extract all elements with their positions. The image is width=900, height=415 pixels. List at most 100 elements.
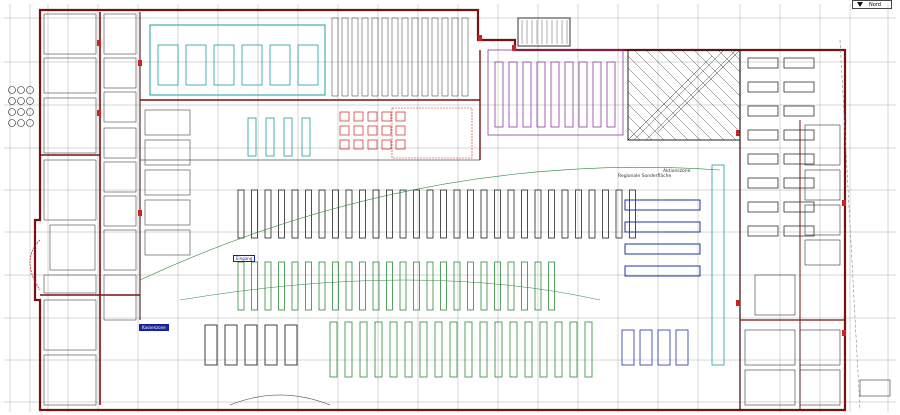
gondola bbox=[509, 321, 518, 378]
gondola bbox=[329, 321, 338, 378]
tree-symbol bbox=[17, 97, 25, 105]
storage-rack bbox=[747, 105, 779, 117]
storage-rack bbox=[747, 177, 779, 189]
cooler-shelf bbox=[185, 44, 207, 86]
gondola bbox=[426, 189, 434, 239]
tree-symbol bbox=[8, 108, 16, 116]
exterior-wall bbox=[33, 8, 847, 412]
gondola bbox=[251, 189, 258, 239]
gondola bbox=[554, 321, 563, 378]
hatch-line bbox=[627, 55, 713, 141]
gondola bbox=[494, 189, 501, 239]
gondola bbox=[374, 321, 383, 378]
door-marker bbox=[842, 330, 846, 336]
pallet-rack bbox=[341, 17, 349, 97]
room bbox=[799, 369, 841, 406]
gondola bbox=[372, 189, 380, 239]
room bbox=[103, 195, 137, 227]
checkout-lane bbox=[264, 324, 278, 366]
storage-rack bbox=[783, 81, 815, 93]
gondola bbox=[359, 321, 368, 378]
gondola bbox=[588, 189, 596, 239]
gondola bbox=[264, 261, 272, 311]
sight-line bbox=[139, 167, 721, 281]
room bbox=[43, 13, 97, 55]
pallet-rack bbox=[421, 17, 429, 97]
room bbox=[144, 139, 191, 166]
seating-table bbox=[353, 111, 364, 122]
gondola bbox=[575, 189, 582, 239]
storage-rack bbox=[783, 201, 815, 213]
gondola bbox=[548, 261, 555, 311]
gondola bbox=[344, 321, 353, 378]
room bbox=[103, 161, 137, 193]
purple-shelf bbox=[508, 61, 518, 128]
seating-table bbox=[367, 139, 378, 150]
gondola bbox=[278, 189, 285, 239]
gondola bbox=[291, 189, 299, 239]
room bbox=[103, 13, 137, 55]
gondola bbox=[602, 189, 609, 239]
promo-fixture bbox=[675, 329, 689, 366]
gondola bbox=[467, 261, 474, 311]
gondola bbox=[413, 189, 420, 239]
gondola bbox=[419, 321, 428, 378]
tree-symbol bbox=[17, 108, 25, 116]
pallet-rack bbox=[451, 17, 459, 97]
room bbox=[144, 169, 191, 196]
checkout-lane bbox=[244, 324, 258, 366]
pallet-rack bbox=[351, 17, 359, 97]
entrance-tag: Eingang bbox=[233, 255, 256, 262]
tree-symbol bbox=[17, 119, 25, 127]
pallet-rack bbox=[381, 17, 389, 97]
room bbox=[103, 57, 137, 89]
sales-floor-shelving bbox=[149, 17, 815, 378]
pallet-rack bbox=[391, 17, 399, 97]
gondola bbox=[479, 321, 488, 378]
tree-symbol bbox=[26, 86, 34, 94]
promo-fixture bbox=[624, 243, 701, 255]
gondola bbox=[251, 261, 258, 311]
door-marker bbox=[736, 300, 740, 306]
seating-table bbox=[353, 139, 364, 150]
pallet-rack bbox=[371, 17, 379, 97]
storage-rack bbox=[747, 225, 779, 237]
regional-area-label: Regionale Sonderfläche bbox=[618, 173, 671, 179]
pallet-rack bbox=[441, 17, 449, 97]
room bbox=[744, 369, 796, 406]
gondola bbox=[237, 261, 245, 311]
gondola bbox=[521, 261, 528, 311]
cooler-shelf bbox=[247, 117, 257, 157]
room bbox=[103, 274, 137, 321]
special-fixtures bbox=[29, 167, 891, 406]
seating-table bbox=[353, 125, 364, 136]
wall-cooler bbox=[711, 164, 725, 366]
cooler-shelf bbox=[157, 44, 179, 86]
promo-fixture bbox=[657, 329, 671, 366]
gondola bbox=[389, 321, 398, 378]
back-of-house-rooms bbox=[8, 13, 846, 406]
door-marker bbox=[512, 45, 516, 51]
door-marker bbox=[736, 130, 740, 136]
gondola bbox=[524, 321, 533, 378]
tree-symbol bbox=[8, 97, 16, 105]
gondola bbox=[345, 261, 353, 311]
seating-table bbox=[395, 111, 406, 122]
checkout-lane bbox=[224, 324, 238, 366]
pallet-rack bbox=[461, 17, 469, 97]
seating-table bbox=[339, 111, 350, 122]
gondola bbox=[561, 189, 569, 239]
tree-symbol bbox=[26, 108, 34, 116]
tree-symbol bbox=[8, 86, 16, 94]
gondola bbox=[372, 261, 380, 311]
purple-zone bbox=[487, 49, 624, 136]
gondola bbox=[569, 321, 578, 378]
gondola bbox=[434, 321, 443, 378]
cooler-shelf bbox=[241, 44, 263, 86]
storage-rack bbox=[783, 57, 815, 69]
room bbox=[804, 239, 841, 266]
promo-fixture bbox=[624, 221, 701, 233]
seating-table bbox=[395, 139, 406, 150]
room bbox=[804, 124, 841, 166]
